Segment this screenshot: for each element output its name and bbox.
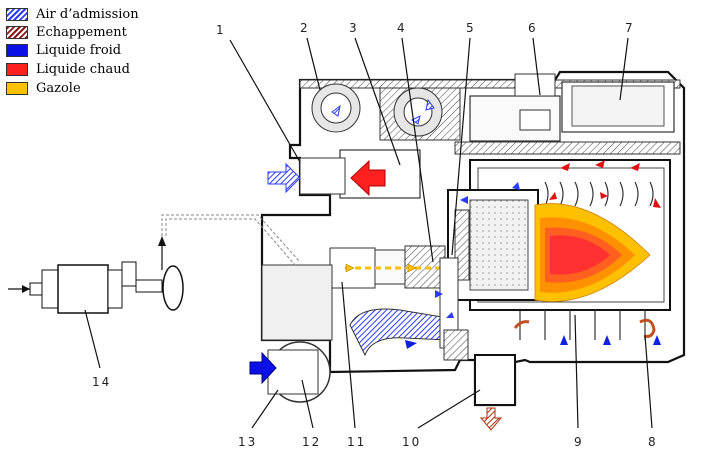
callout-9: 9 <box>574 435 584 449</box>
legend-label-intake-air: Air d’admission <box>36 6 139 22</box>
callout-11: 11 <box>347 435 366 449</box>
callout-numbers: 1 2 3 4 5 6 7 8 9 10 11 12 13 14 <box>92 21 658 449</box>
callout-2: 2 <box>300 21 310 35</box>
legend-item-diesel: Gazole <box>6 80 81 96</box>
fuel-supply-line <box>161 214 301 263</box>
hot-liquid-outlet-arrow <box>350 159 386 197</box>
callout-13: 13 <box>238 435 257 449</box>
legend-label-cold-liquid: Liquide froid <box>36 42 122 58</box>
callout-7: 7 <box>625 21 635 35</box>
cold-liquid-flow-arrows <box>405 335 661 349</box>
legend-item-intake-air: Air d’admission <box>6 6 139 22</box>
cold-liquid-inlet-arrow <box>249 351 277 385</box>
hot-liquid-flow-arrows <box>549 160 661 208</box>
callout-3: 3 <box>349 21 359 35</box>
legend-item-exhaust: Echappement <box>6 24 127 40</box>
legend-item-hot-liquid: Liquide chaud <box>6 61 130 77</box>
legend-swatch-hot-liquid <box>6 62 28 76</box>
burner-insert <box>469 199 529 291</box>
callout-12: 12 <box>302 435 321 449</box>
legend-label-exhaust: Echappement <box>36 24 127 40</box>
flow-arrows <box>249 159 661 431</box>
heater-housing <box>260 70 686 407</box>
flame <box>534 203 651 302</box>
legend-swatch-exhaust <box>6 25 28 39</box>
exhaust-outlet-arrow <box>479 407 503 431</box>
legend-label-diesel: Gazole <box>36 80 81 96</box>
callout-5: 5 <box>466 21 476 35</box>
exhaust-outlet <box>474 354 516 406</box>
callout-14: 14 <box>92 375 111 389</box>
leader-lines <box>84 37 653 429</box>
legend-swatch-cold-liquid <box>6 43 28 57</box>
intake-air-arrow <box>267 162 301 194</box>
callout-8: 8 <box>648 435 658 449</box>
legend-swatch-intake-air <box>6 7 28 21</box>
fuel-dosing-pump <box>8 214 301 314</box>
legend-label-hot-liquid: Liquide chaud <box>36 61 130 77</box>
callout-1: 1 <box>216 23 226 37</box>
callout-10: 10 <box>402 435 421 449</box>
callout-4: 4 <box>397 21 407 35</box>
legend-swatch-diesel <box>6 81 28 95</box>
callout-6: 6 <box>528 21 538 35</box>
legend-item-cold-liquid: Liquide froid <box>6 42 121 58</box>
